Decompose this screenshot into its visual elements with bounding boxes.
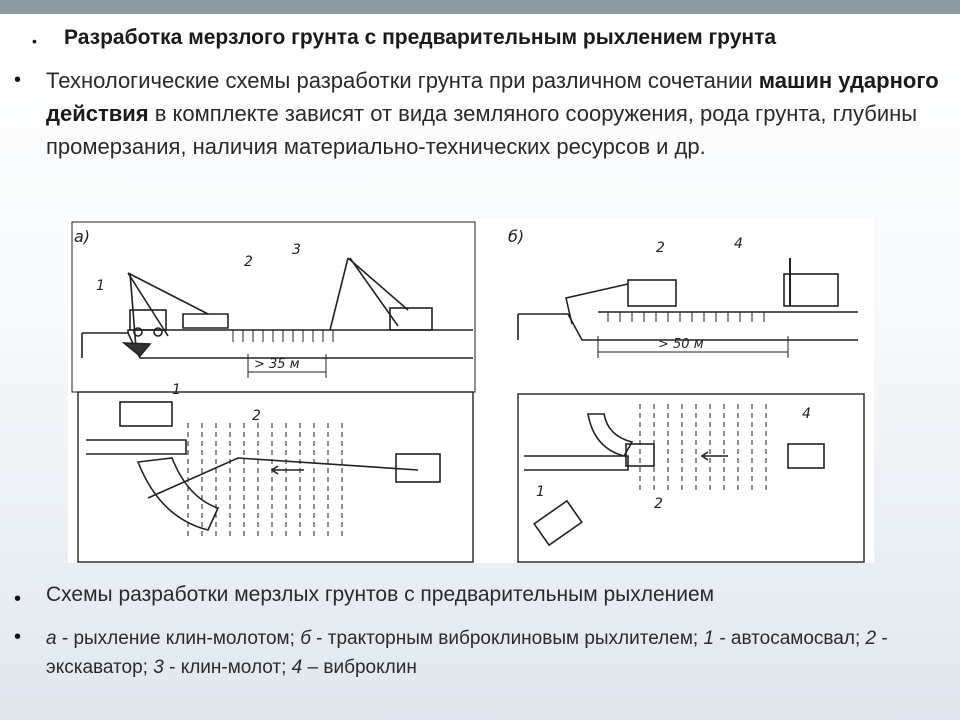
scheme-figure: а) 1 2 3 > 35 м <box>68 218 874 563</box>
trench-curve-plan-b <box>587 413 634 457</box>
bullet-icon: • <box>14 69 22 91</box>
truck-a <box>129 309 167 331</box>
legend-a-text: - рыхление клин-молотом; <box>56 628 301 649</box>
loosening-lines-b <box>639 404 767 490</box>
label-2-a: 2 <box>244 254 253 270</box>
plan-label-2-a: 2 <box>252 408 261 424</box>
slide-title: Разработка мерзлого грунта с предварител… <box>64 26 777 49</box>
excavator-a-bucket <box>121 342 152 358</box>
legend-b-text: - тракторным виброклиновым рыхлителем; <box>310 628 704 649</box>
trench-curve-plan-a <box>136 457 220 531</box>
bullet-icon: • <box>14 588 22 610</box>
label-3-a: 3 <box>292 242 301 258</box>
panel-a-label: а) <box>74 227 90 246</box>
ground-hatch-a <box>232 330 334 342</box>
panel-b-label: б) <box>508 227 524 246</box>
wheel-icon <box>153 327 163 337</box>
panel-a-plan-frame <box>77 391 474 563</box>
figure-caption: Схемы разработки мерзлых грунтов с предв… <box>46 583 715 606</box>
vibro-plan-b <box>787 443 825 469</box>
hammer-plan-a <box>395 453 441 483</box>
trench-plan-b <box>524 455 629 471</box>
excavator-a-body <box>182 313 229 329</box>
ground-b <box>518 313 858 341</box>
legend-3-text: - клин-молот; <box>163 657 292 678</box>
vibro-tractor-b <box>783 273 839 307</box>
bullet-icon: • <box>32 33 37 49</box>
hammer-crane-body <box>389 307 433 331</box>
dim-label-b: > 50 м <box>658 337 704 352</box>
legend-1-label: 1 <box>703 628 715 649</box>
ground-hatch-b <box>607 312 765 322</box>
legend-2-label: 2 <box>865 628 877 649</box>
legend-4-label: 4 <box>291 657 303 678</box>
legend-1-text: - автосамосвал; <box>714 628 866 649</box>
dim-label-a: > 35 м <box>254 357 300 372</box>
excavator-a-boom <box>127 272 209 349</box>
truck-plan-b <box>533 499 583 547</box>
label-2-b: 2 <box>656 240 665 256</box>
top-bar <box>0 0 960 14</box>
trench-plan-a <box>86 439 187 455</box>
intro-paragraph: Технологические схемы разработки грунта … <box>46 64 946 163</box>
plan-label-2-b: 2 <box>654 496 663 512</box>
excavator-b-boom <box>565 283 629 325</box>
direction-arrow-a <box>270 465 304 475</box>
boom-plan-a <box>147 457 419 499</box>
legend-a-label: а <box>46 628 57 649</box>
figure-legend: а - рыхление клин-молотом; б - тракторны… <box>46 624 946 682</box>
label-1-a: 1 <box>96 278 105 294</box>
intro-bold: машин ударного действия <box>46 68 939 126</box>
loosening-lines-a <box>187 423 343 538</box>
plan-label-4-b: 4 <box>802 406 811 422</box>
bullet-icon: • <box>14 626 22 648</box>
direction-arrow-b <box>700 451 728 461</box>
intro-end: в комплекте зависят от вида земляного со… <box>46 101 918 159</box>
hammer-crane-boom <box>329 257 409 331</box>
panel-b-plan-frame <box>517 393 865 563</box>
legend-2-text: - экскаватор; <box>46 628 888 678</box>
ground-edge-a <box>81 329 228 358</box>
dim-line-b <box>597 336 789 358</box>
legend-b-label: б <box>300 628 311 649</box>
label-4-b: 4 <box>734 236 743 252</box>
scheme-drawing: а) 1 2 3 > 35 м <box>71 221 865 563</box>
intro-start: Технологические схемы разработки грунта … <box>46 68 753 93</box>
dim-line-a <box>247 354 327 378</box>
plan-label-1-a: 1 <box>172 382 181 398</box>
plan-label-1-b: 1 <box>536 484 545 500</box>
excavator-b-body <box>627 279 677 307</box>
legend-3-label: 3 <box>153 657 164 678</box>
truck-plan-a <box>119 401 173 427</box>
legend-4-text: – виброклин <box>302 657 417 678</box>
